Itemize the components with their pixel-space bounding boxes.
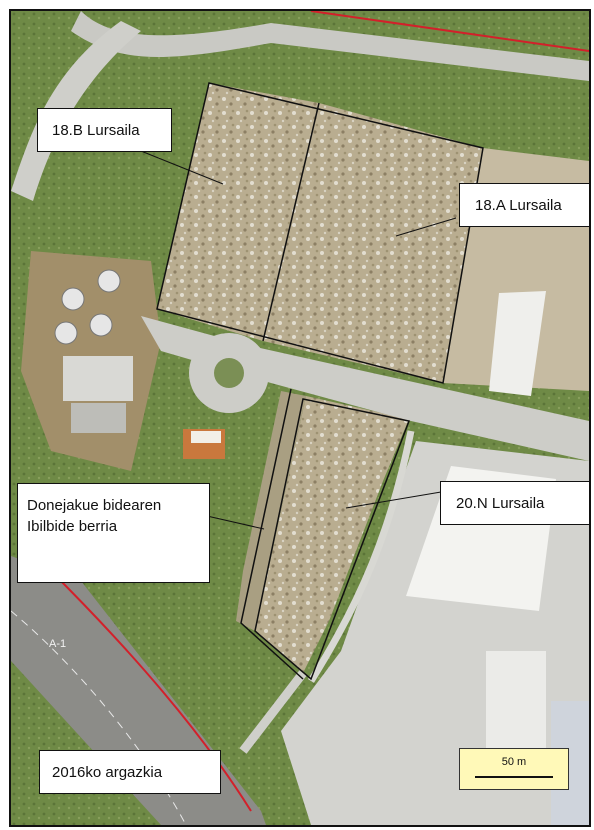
plot-18a-area [263, 103, 483, 383]
plot-20n-outline [254, 398, 411, 681]
highway-red-line [50, 570, 252, 812]
east-curve-path [308, 430, 415, 683]
label-photo-year: 2016ko argazkia [39, 750, 221, 794]
plot-20n-area [255, 396, 409, 673]
east-building-north [489, 291, 546, 396]
top-road [71, 11, 589, 81]
donejakue-outline [240, 388, 304, 680]
left-road [11, 21, 141, 201]
road-label: A-1 [49, 638, 67, 650]
scale-bar: 50 m [459, 748, 569, 790]
label-plot-18b: 18.B Lursaila [37, 108, 172, 152]
label-plot-20n: 20.N Lursaila [440, 481, 589, 525]
scale-text: 50 m [501, 756, 527, 768]
plot-18b-area [157, 83, 319, 341]
footpath [239, 670, 307, 754]
donejakue-strip-area [236, 391, 306, 631]
silo-group [54, 269, 121, 345]
roundabout-center [214, 358, 244, 388]
leader-donejakue [206, 515, 265, 530]
leader-18b [140, 150, 224, 185]
plot-18-outline [156, 82, 484, 384]
small-building-roof [191, 431, 221, 443]
west-compound-shed [71, 403, 126, 433]
scale-line [475, 776, 553, 778]
map-frame: A-1 18.B Lursaila 18.A Lursaila 20.N Lur… [9, 9, 591, 827]
west-compound-building [63, 356, 133, 401]
label-donejakue-route: Donejakue bidearen Ibilbide berria [17, 483, 210, 583]
plot-18-divider [262, 102, 320, 342]
top-road-red-line [310, 11, 589, 52]
label-plot-18a: 18.A Lursaila [459, 183, 589, 227]
leader-18a [395, 217, 457, 237]
leader-20n [345, 491, 442, 509]
